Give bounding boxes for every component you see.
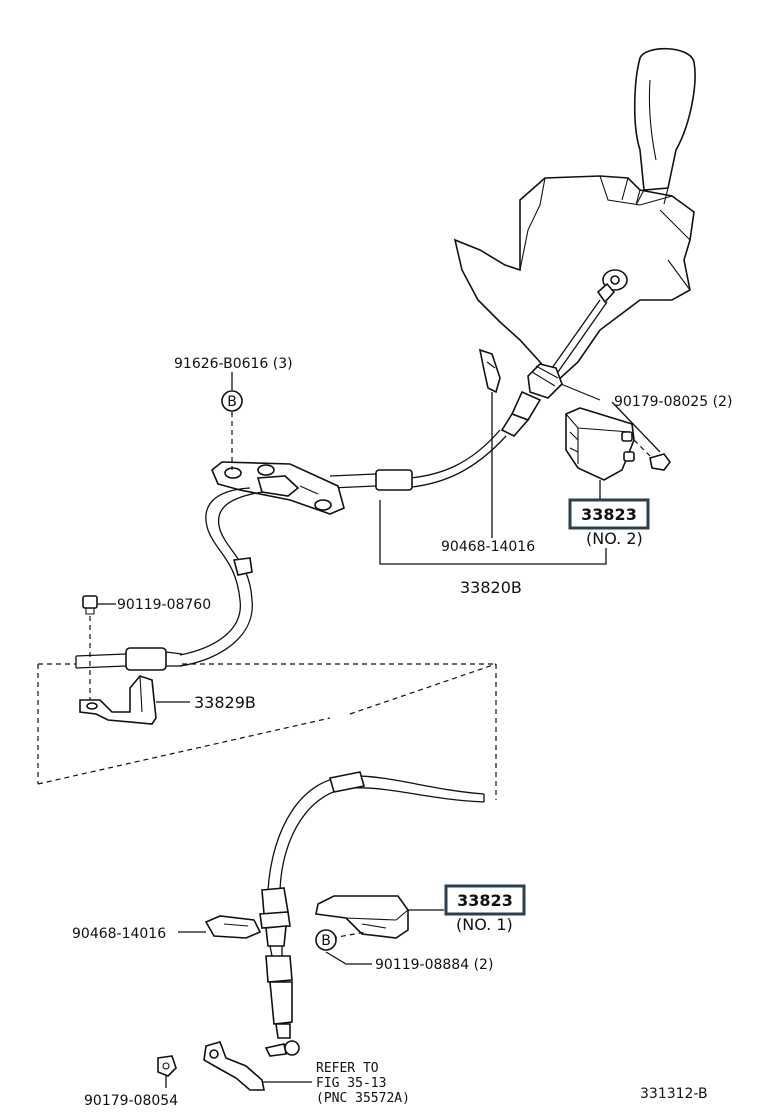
- label-refer-to: REFER TO: [316, 1061, 379, 1076]
- lever-end-bracket: [203, 1041, 265, 1091]
- label-90468-14016-lower: 90468-14016: [72, 926, 166, 942]
- label-91626-b0616: 91626-B0616 (3): [174, 356, 293, 372]
- label-33829b: 33829B: [194, 693, 256, 712]
- figure-id: 331312-B: [640, 1086, 708, 1102]
- label-90119-08884: 90119-08884 (2): [375, 957, 493, 973]
- marker-b-top: B: [221, 390, 243, 412]
- label-33820b: 33820B: [460, 578, 522, 597]
- label-no1: (NO. 1): [456, 915, 513, 934]
- nut-90179-08054: [157, 1055, 177, 1077]
- view-boundary: [37, 663, 497, 800]
- highlight-box-33823-no2: [568, 498, 650, 530]
- label-90119-08760: 90119-08760: [117, 597, 211, 613]
- svg-text:B: B: [227, 394, 237, 410]
- marker-b-bottom: B: [315, 929, 337, 951]
- clip-90468-upper: [478, 348, 501, 394]
- shift-cable-lower: [259, 771, 485, 1057]
- label-90468-14016-upper: 90468-14016: [441, 539, 535, 555]
- cable-bracket-plate: [211, 461, 345, 515]
- shift-lever-assembly: [453, 47, 696, 401]
- bolt-90119-08760: [82, 595, 98, 700]
- label-33823-no1: 33823: [457, 891, 513, 910]
- cable-clamp-33823-no1: [315, 895, 409, 939]
- shift-cable-upper: [329, 269, 628, 491]
- label-fig-35-13: FIG 35-13: [316, 1076, 386, 1091]
- label-no2: (NO. 2): [586, 529, 643, 548]
- clip-90468-lower: [204, 915, 262, 939]
- label-90179-08054: 90179-08054: [84, 1093, 178, 1109]
- nut-90179-08025: [633, 439, 671, 471]
- shift-cable-loop: [75, 487, 263, 671]
- svg-text:B: B: [321, 933, 331, 949]
- label-90179-08025: 90179-08025 (2): [614, 394, 732, 410]
- leader-lines: [98, 372, 661, 1088]
- cable-clamp-33823-no2: [565, 407, 635, 481]
- bracket-33829b: [79, 675, 157, 725]
- label-pnc-35572a: (PNC 35572A): [316, 1091, 410, 1106]
- label-33823-no2: 33823: [581, 505, 637, 524]
- highlight-box-33823-no1: [444, 884, 526, 916]
